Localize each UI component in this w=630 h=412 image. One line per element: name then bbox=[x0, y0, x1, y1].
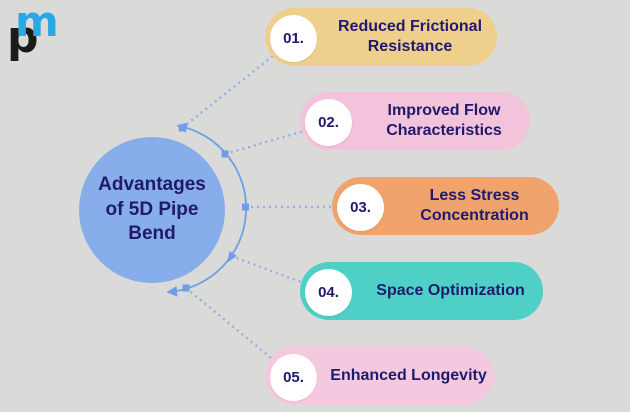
item-number-badge: 05. bbox=[270, 354, 317, 401]
item-label: Enhanced Longevity bbox=[330, 367, 487, 384]
logo-letter-p: p bbox=[7, 12, 39, 63]
arc-node-2 bbox=[221, 150, 229, 158]
item-label: Space Optimization bbox=[376, 282, 525, 299]
item-number-badge: 03. bbox=[337, 184, 384, 231]
advantage-item-2: 02. Improved Flow Characteristics bbox=[300, 92, 530, 150]
item-number-badge: 02. bbox=[305, 99, 352, 146]
advantage-item-4: 04. Space Optimization bbox=[300, 262, 543, 320]
orbit-arc bbox=[166, 122, 247, 297]
advantage-item-5: 05. Enhanced Longevity bbox=[265, 347, 494, 405]
arc-node-3 bbox=[242, 203, 249, 211]
brand-logo: m p bbox=[0, 0, 80, 70]
item-number: 03. bbox=[350, 199, 371, 216]
item-label: Improved Flow Characteristics bbox=[386, 102, 502, 139]
advantage-item-1: 01. Reduced Frictional Resistance bbox=[265, 8, 497, 66]
item-number: 04. bbox=[318, 284, 339, 301]
logo-letter-m: m bbox=[15, 0, 59, 46]
arc-arrow-mid bbox=[227, 251, 237, 263]
item-number: 02. bbox=[318, 114, 339, 131]
arc-node-1 bbox=[178, 124, 186, 132]
item-label: Reduced Frictional Resistance bbox=[337, 18, 483, 55]
item-number-badge: 04. bbox=[305, 269, 352, 316]
item-number: 01. bbox=[283, 30, 304, 47]
item-number-badge: 01. bbox=[270, 15, 317, 62]
item-label: Less Stress Concentration bbox=[420, 187, 529, 224]
arc-node-5 bbox=[182, 284, 190, 292]
center-topic-circle: Advantages of 5D Pipe Bend bbox=[79, 137, 225, 283]
center-topic-title: Advantages of 5D Pipe Bend bbox=[98, 173, 206, 245]
advantage-item-3: 03. Less Stress Concentration bbox=[332, 177, 559, 235]
item-number: 05. bbox=[283, 369, 304, 386]
